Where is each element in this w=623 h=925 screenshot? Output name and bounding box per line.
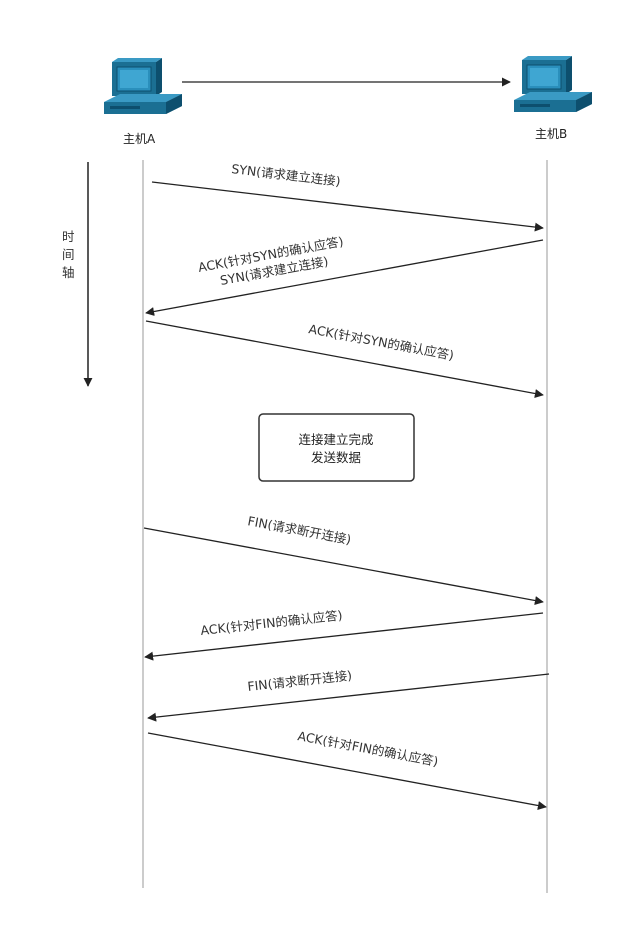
arrow-ack-fin-b xyxy=(144,612,544,661)
arrow-syn-ack xyxy=(145,239,544,316)
arrow-ack xyxy=(145,320,544,398)
status-box-frame xyxy=(258,413,415,482)
computer-icon-b xyxy=(513,55,593,113)
label-syn: SYN(请求建立连接) xyxy=(231,161,342,189)
message-syn: SYN(请求建立连接) xyxy=(151,161,544,232)
message-fin-a: FIN(请求断开连接) xyxy=(143,513,544,605)
label-ack: ACK(针对SYN的确认应答) xyxy=(307,321,455,363)
host-a: 主机A xyxy=(103,57,183,146)
status-box-line1: 连接建立完成 xyxy=(298,432,373,447)
time-axis-char-2: 间 xyxy=(62,247,75,262)
message-ack-fin-a: ACK(针对FIN的确认应答) xyxy=(147,728,547,810)
status-box-line2: 发送数据 xyxy=(311,450,361,465)
computer-icon-a xyxy=(103,57,183,115)
label-ack-fin-b: ACK(针对FIN的确认应答) xyxy=(200,607,344,638)
time-axis-char-3: 轴 xyxy=(62,265,75,280)
host-b-label: 主机B xyxy=(535,127,567,141)
arrow-fin-b xyxy=(147,673,550,722)
arrow-fin-a xyxy=(143,527,544,605)
connection-established-box: 连接建立完成 发送数据 xyxy=(258,413,415,482)
time-axis: 时 间 轴 xyxy=(62,162,93,387)
arrow-syn xyxy=(151,181,544,232)
message-ack-fin-b: ACK(针对FIN的确认应答) xyxy=(144,607,544,661)
label-fin-a: FIN(请求断开连接) xyxy=(246,513,352,547)
host-a-label: 主机A xyxy=(123,132,156,146)
label-ack-fin-a: ACK(针对FIN的确认应答) xyxy=(296,728,439,769)
time-axis-char-1: 时 xyxy=(62,229,75,244)
message-syn-ack: ACK(针对SYN的确认应答) SYN(请求建立连接) xyxy=(145,234,544,316)
message-ack: ACK(针对SYN的确认应答) xyxy=(145,320,544,398)
label-fin-b: FIN(请求断开连接) xyxy=(247,668,353,694)
message-fin-b: FIN(请求断开连接) xyxy=(147,668,550,722)
host-b: 主机B xyxy=(513,55,593,141)
arrow-ack-fin-a xyxy=(147,732,547,810)
